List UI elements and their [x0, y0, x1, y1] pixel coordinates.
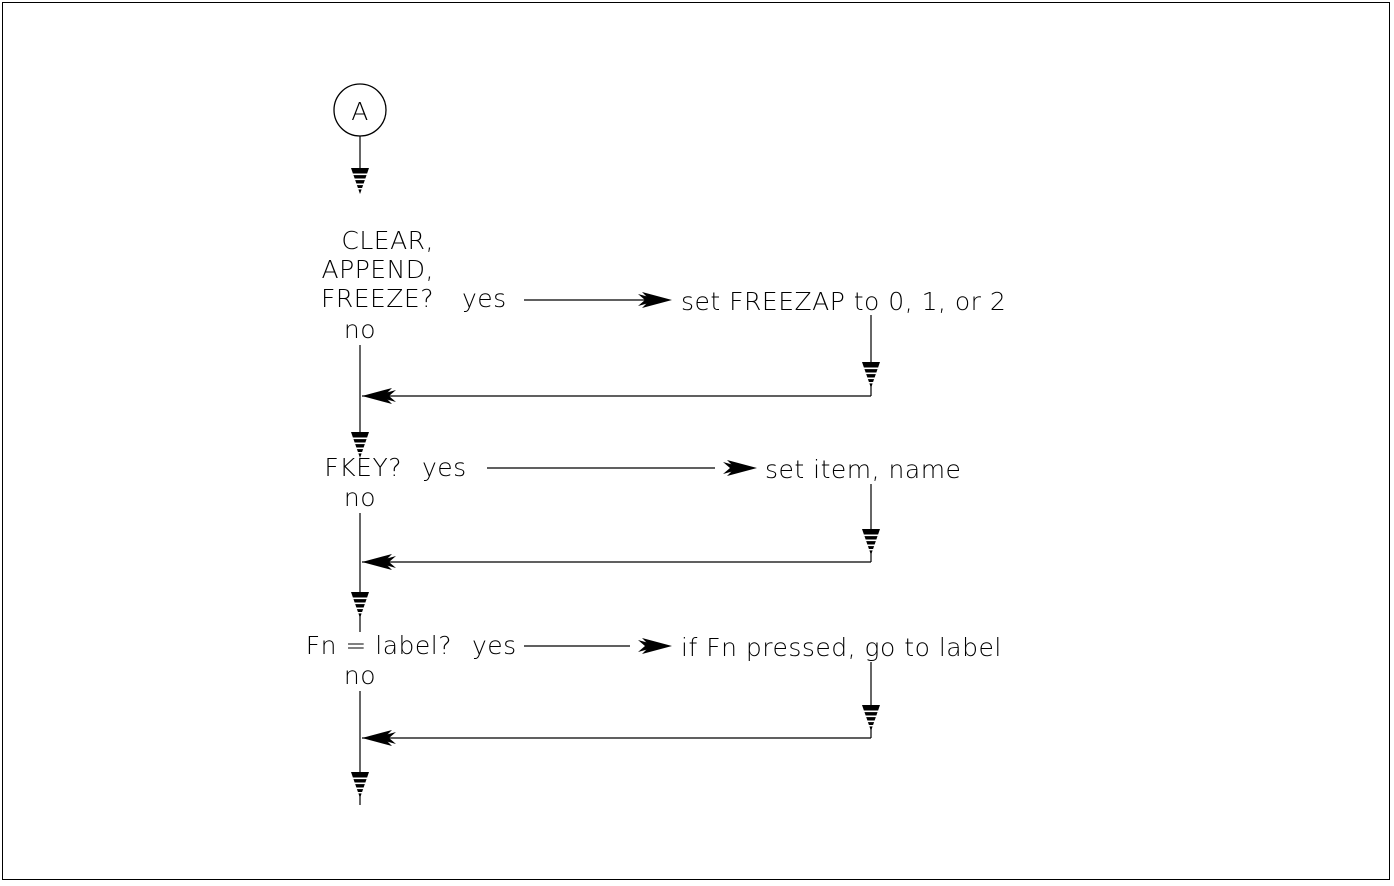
q2-text: FKEY?	[324, 453, 402, 482]
q3-no-label: no	[344, 661, 376, 690]
arrowhead-down-a-q1	[350, 168, 370, 194]
a3-text: if Fn pressed, go to label	[681, 633, 1002, 662]
connector-label-a: A	[351, 97, 369, 126]
arrowhead-down-q2-q3	[350, 592, 370, 618]
q2-yes-label: yes	[422, 453, 467, 482]
q1-yes-label: yes	[462, 284, 507, 313]
a1-text: set FREEZAP to 0, 1, or 2	[681, 287, 1006, 316]
q1-line2: APPEND,	[322, 255, 434, 284]
arrowhead-down-a1-merge1	[861, 362, 881, 388]
arrowhead-right-q2-a2	[723, 460, 757, 476]
a2-text: set item, name	[765, 455, 961, 484]
q1-line3: FREEZE?	[321, 284, 434, 313]
q2-no-label: no	[344, 483, 376, 512]
arrowhead-down-exit	[350, 772, 370, 798]
q3-text: Fn = label?	[306, 631, 452, 660]
q1-no-label: no	[344, 315, 376, 344]
arrowhead-down-a3-merge3	[861, 705, 881, 731]
arrowhead-right-q3-a3	[638, 638, 672, 654]
q3-yes-label: yes	[472, 631, 517, 660]
arrowhead-down-a2-merge2	[861, 529, 881, 555]
q1-line1: CLEAR,	[341, 226, 434, 255]
